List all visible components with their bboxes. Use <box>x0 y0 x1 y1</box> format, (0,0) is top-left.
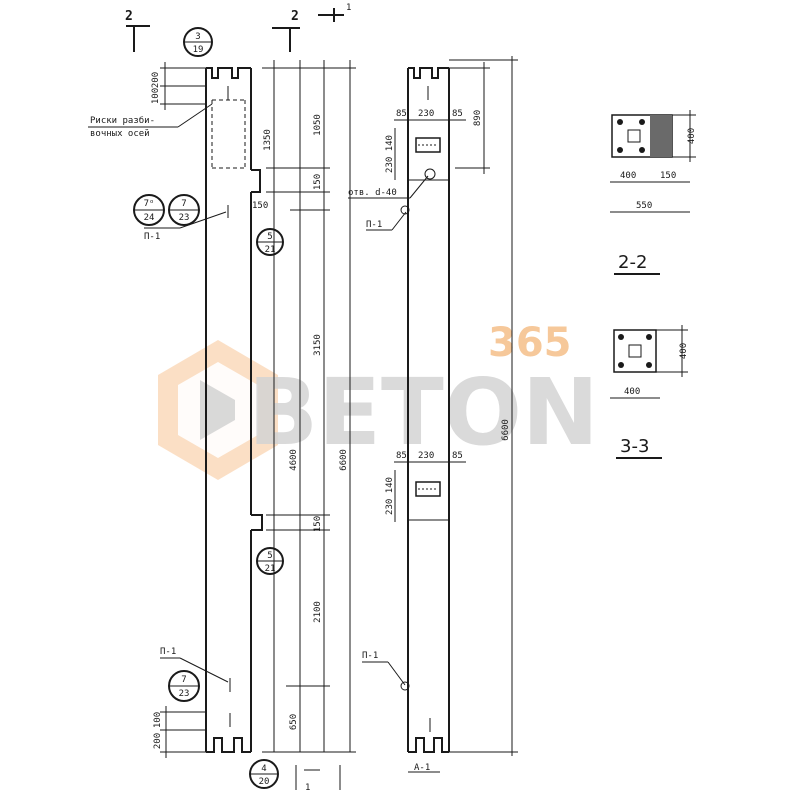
watermark: BETON 365 <box>158 320 599 480</box>
s22-dim-150: 150 <box>660 171 676 181</box>
cut-marks: 2 2 1 1 <box>125 3 351 793</box>
watermark-number: 365 <box>488 320 572 366</box>
s33-dim-400-w: 400 <box>624 387 640 397</box>
dim-6600-right: 6600 <box>501 419 511 441</box>
dim-100-top: 100 <box>151 88 161 104</box>
bubble-c-sheet: 21 <box>265 245 276 255</box>
annotations: Риски разби- вочных осей П-1 П-1 отв. d-… <box>88 103 440 773</box>
dim-1350: 1350 <box>263 129 273 151</box>
reference-bubble-b: 7 23 <box>168 194 200 226</box>
dim-top-85-left: 85 <box>396 109 407 119</box>
dim-2100: 2100 <box>313 601 323 623</box>
dim-200-top: 200 <box>151 72 161 88</box>
dim-mid-85-left: 85 <box>396 451 407 461</box>
tag-p1-d: П-1 <box>362 651 378 661</box>
reference-bubble-top: 3 19 <box>183 27 213 57</box>
bubble-bottom-number: 4 <box>261 764 266 774</box>
tag-p1-c: П-1 <box>366 220 382 230</box>
left-small-dimensions: 200 100 100 200 <box>151 62 206 758</box>
bubble-b-sheet: 23 <box>179 213 190 223</box>
dim-890: 890 <box>473 110 483 126</box>
reference-bubble-d: 5 21 <box>256 547 284 575</box>
dim-230-140-mid: 230 140 <box>385 477 395 515</box>
cut-label-2-left: 2 <box>125 9 133 24</box>
dim-150-side: 150 <box>252 201 268 211</box>
reference-bubble-a: 7ᵒ 24 <box>133 194 165 226</box>
right-elevation-dimensions: 85 230 85 890 230 140 85 230 85 230 140 … <box>385 56 518 756</box>
dim-mid-230: 230 <box>418 451 434 461</box>
bubble-e-number: 7 <box>181 675 186 685</box>
tag-p1-a: П-1 <box>144 232 160 242</box>
dimension-chains: 1350 1050 150 150 4600 3150 6600 150 210… <box>252 60 356 753</box>
bubble-d-number: 5 <box>267 551 272 561</box>
dim-top-85-right: 85 <box>452 109 463 119</box>
bubble-top-sheet: 19 <box>193 45 204 55</box>
tag-a1: А-1 <box>414 763 430 773</box>
bubble-c-number: 5 <box>267 232 272 242</box>
bubble-bottom-sheet: 20 <box>259 777 270 787</box>
cut-label-1-bottom: 1 <box>305 783 310 793</box>
section-3-3: 400 400 3-3 <box>610 325 689 459</box>
reference-bubble-c: 5 21 <box>256 228 284 256</box>
annotation-line-1: Риски разби- <box>90 115 155 126</box>
dim-650: 650 <box>289 714 299 730</box>
s22-dim-400-h: 400 <box>687 128 697 144</box>
dim-4600: 4600 <box>289 449 299 471</box>
s22-dim-550: 550 <box>636 201 652 211</box>
s33-dim-400-h: 400 <box>679 343 689 359</box>
dim-top-230: 230 <box>418 109 434 119</box>
dim-6600: 6600 <box>339 449 349 471</box>
dim-150-b: 150 <box>313 516 323 532</box>
watermark-text: BETON <box>248 359 599 466</box>
bubble-a-sheet: 24 <box>144 213 155 223</box>
cut-label-2-right: 2 <box>291 9 299 24</box>
section-3-3-title: 3-3 <box>620 436 649 457</box>
cut-label-1: 1 <box>346 3 351 13</box>
dim-230-140-top: 230 140 <box>385 135 395 173</box>
bubble-top-number: 3 <box>195 32 200 42</box>
dim-mid-85-right: 85 <box>452 451 463 461</box>
bubble-d-sheet: 21 <box>265 564 276 574</box>
right-column <box>400 67 450 753</box>
annotation-line-2: вочных осей <box>90 129 150 139</box>
section-2-2-title: 2-2 <box>618 252 647 273</box>
tag-p1-b: П-1 <box>160 647 176 657</box>
section-2-2: 400 400 150 550 2-2 <box>610 110 697 275</box>
dim-100-bottom: 100 <box>153 712 163 728</box>
bubble-e-sheet: 23 <box>179 689 190 699</box>
dim-150-a: 150 <box>313 174 323 190</box>
left-column <box>205 67 263 753</box>
reference-bubble-bottom: 4 20 <box>249 759 279 789</box>
dim-200-bottom: 200 <box>153 733 163 749</box>
bubble-a-number: 7ᵒ <box>144 199 155 209</box>
s22-dim-400-w: 400 <box>620 171 636 181</box>
watermark-hexagon-logo <box>158 340 278 480</box>
dim-3150: 3150 <box>313 334 323 356</box>
tag-hole: отв. d-40 <box>348 188 397 198</box>
bubble-b-number: 7 <box>181 199 186 209</box>
dim-1050: 1050 <box>313 114 323 136</box>
reference-bubble-e: 7 23 <box>168 670 200 702</box>
